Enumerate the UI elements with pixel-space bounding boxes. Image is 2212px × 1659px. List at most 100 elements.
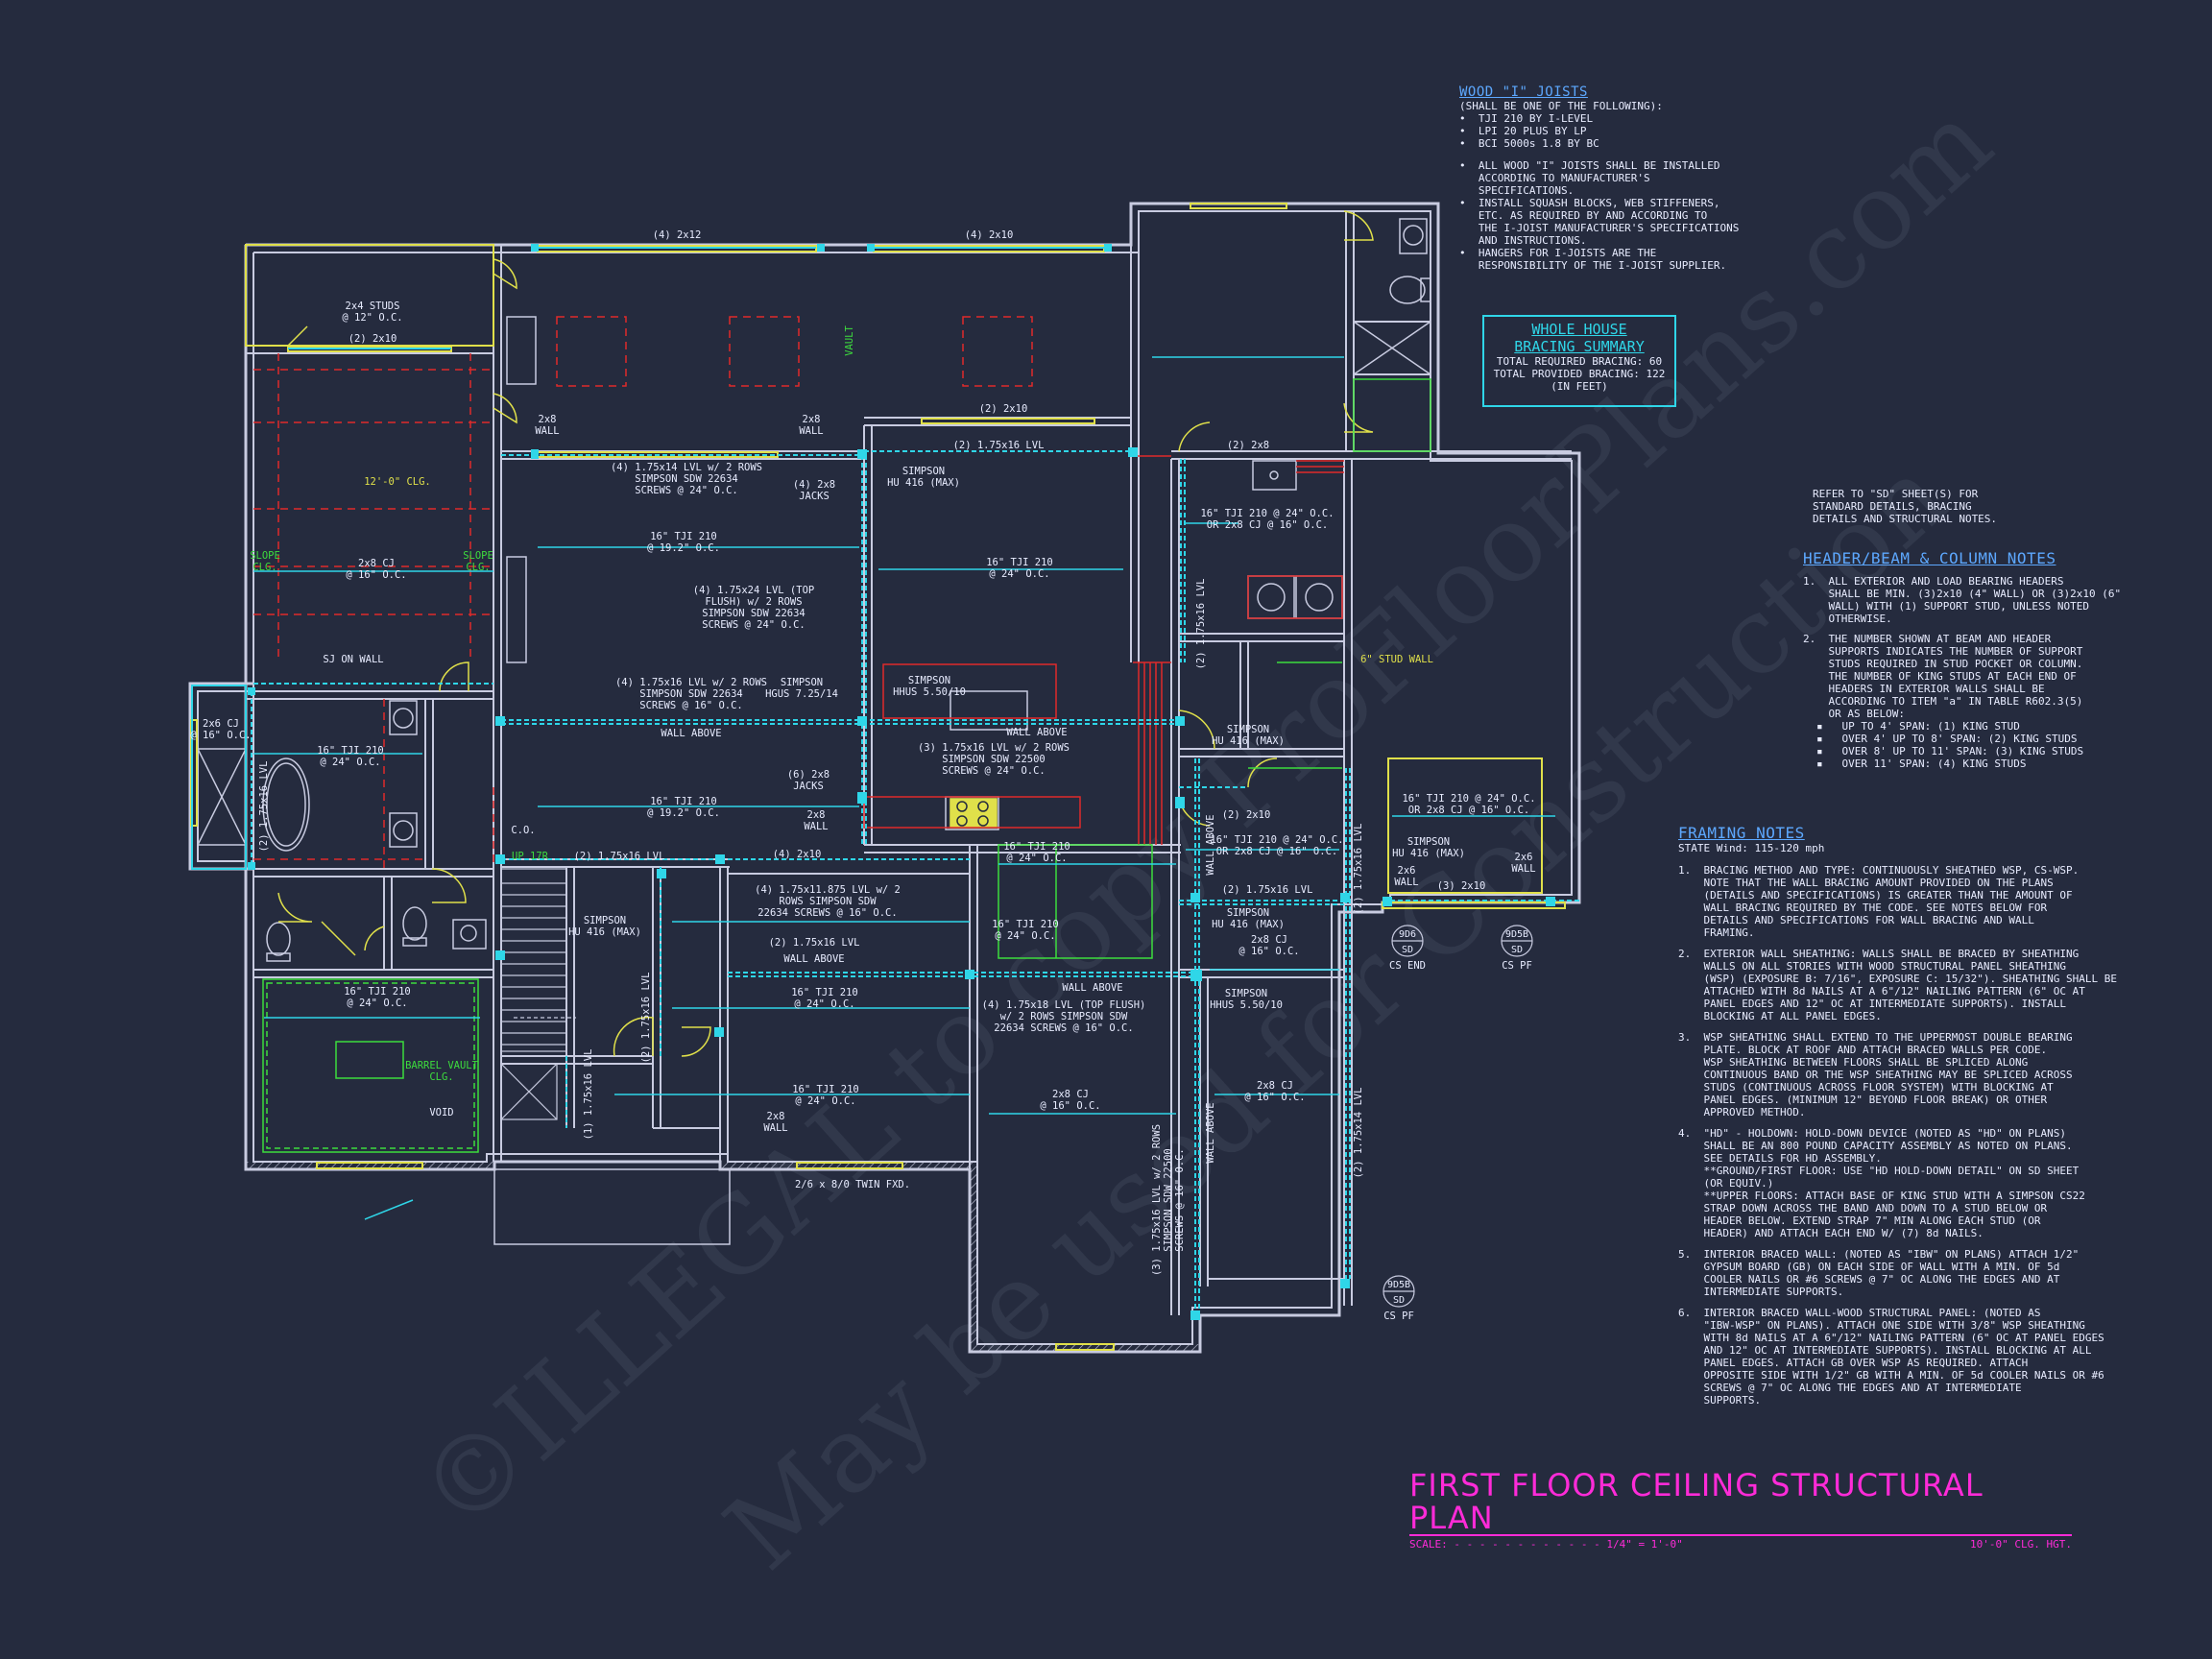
label-simpson-hu-2b: HU 416 (MAX) <box>1212 735 1285 747</box>
label-wall-above-v2: WALL ABOVE <box>1205 1102 1216 1163</box>
label-wall-2x8-c2: WALL <box>804 821 828 832</box>
label-lvl-v-void: (1) 1.75x16 LVL <box>583 1049 594 1141</box>
label-hdr-2x10-mid: (2) 2x10 <box>979 403 1028 415</box>
bracing-provided: TOTAL PROVIDED BRACING: 122 <box>1493 368 1666 380</box>
ijoist-note-item: • HANGERS FOR I-JOISTS ARE THE RESPONSIB… <box>1459 247 1727 272</box>
label-lvl-18-2: w/ 2 ROWS SIMPSON SDW <box>1000 1011 1128 1022</box>
label-stud-wall: 6" STUD WALL <box>1360 654 1433 665</box>
label-lvl-11-3: 22634 SCREWS @ 16" O.C. <box>757 907 897 919</box>
label-tji-24-a: 16" TJI 210 <box>986 557 1053 568</box>
label-lvl-16-r2: (2) 1.75x16 LVL <box>1222 884 1313 896</box>
framing-subtitle: STATE Wind: 115-120 mph <box>1678 842 1825 854</box>
label-lvl-v-right: (2) 1.75x14 LVL <box>1353 1088 1364 1179</box>
label-cj-2x8-g2: @ 16" O.C. <box>1040 1100 1100 1112</box>
label-cj-2x8-h: 2x8 CJ <box>1257 1080 1293 1092</box>
label-barrel: BARREL VAULT <box>405 1060 479 1071</box>
label-sj-on-wall: SJ ON WALL <box>323 654 383 665</box>
label-tji-24-f2: @ 24" O.C. <box>795 1095 855 1107</box>
label-hdr-2x10-left: (2) 2x10 <box>349 333 397 345</box>
label-cj-2x8-h2: @ 16" O.C. <box>1244 1092 1305 1103</box>
tag-9d5b-2: 9D5B <box>1387 1280 1410 1290</box>
label-wall-above-v: WALL ABOVE <box>1205 814 1216 875</box>
bracing-title-2: BRACING SUMMARY <box>1514 338 1645 355</box>
bracing-summary-box: WHOLE HOUSE BRACING SUMMARY TOTAL REQUIR… <box>1482 315 1676 407</box>
section-tags: 9D6 SD 9D5B SD 9D5B SD <box>1382 925 1533 1308</box>
header-note-1: ALL EXTERIOR AND LOAD BEARING HEADERS SH… <box>1828 575 2122 625</box>
header-notes: HEADER/BEAM & COLUMN NOTES 1. ALL EXTERI… <box>1803 549 2187 770</box>
framing-note-item: 5. INTERIOR BRACED WALL: (NOTED AS "IBW"… <box>1678 1248 2080 1298</box>
ceiling-lines-green <box>262 378 1431 1153</box>
ijoist-note-item: • INSTALL SQUASH BLOCKS, WEB STIFFENERS,… <box>1459 197 1740 247</box>
joist-arrows <box>253 356 1555 1220</box>
label-cs-pf: CS PF <box>1502 960 1532 972</box>
framing-notes-title: FRAMING NOTES <box>1678 824 1805 842</box>
label-lvl-v-1: (2) 1.75x16 LVL <box>1195 579 1207 670</box>
header-note-2: THE NUMBER SHOWN AT BEAM AND HEADER SUPP… <box>1828 633 2083 720</box>
tag-sd-1: SD <box>1402 945 1413 955</box>
posts <box>248 244 1555 1320</box>
label-tji-24-c2: @ 24" O.C. <box>1006 853 1067 864</box>
framing-note-item: 3. WSP SHEATHING SHALL EXTEND TO THE UPP… <box>1678 1031 2073 1118</box>
ijoist-subtitle: (SHALL BE ONE OF THE FOLLOWING): <box>1459 100 1663 112</box>
header-notes-title: HEADER/BEAM & COLUMN NOTES <box>1803 549 2056 567</box>
label-lvl-24-1: (4) 1.75x24 LVL (TOP <box>693 585 814 596</box>
title-block: FIRST FLOOR CEILING STRUCTURAL PLAN SCAL… <box>1409 1467 2072 1551</box>
label-cs-end: CS END <box>1389 960 1426 972</box>
label-lvl-16-mid: (2) 1.75x16 LVL <box>769 937 860 949</box>
label-slope-r2: CLG. <box>466 562 490 573</box>
label-cs-pf2: CS PF <box>1383 1310 1414 1322</box>
label-simpson-hu-3b: HU 416 (MAX) <box>1392 848 1465 859</box>
label-tji-24-c: 16" TJI 210 <box>1003 841 1070 853</box>
label-lvl-16-1: (4) 1.75x16 LVL w/ 2 ROWS <box>615 677 767 688</box>
label-wall-2x8-d2: WALL <box>763 1122 787 1134</box>
framing-note-item: 1. BRACING METHOD AND TYPE: CONTINUOUSLY… <box>1678 864 2080 939</box>
doors <box>277 210 1374 1057</box>
ceiling-lines-red-solid <box>863 455 1344 845</box>
label-wall-2x8-b: 2x8 <box>803 414 821 425</box>
label-slope-l: SLOPE <box>250 550 280 562</box>
tag-sd-2: SD <box>1511 945 1523 955</box>
ijoist-brand-list: • TJI 210 BY I-LEVEL• LPI 20 PLUS BY LP•… <box>1459 112 1776 150</box>
label-tji-24-f-show: 16" TJI 210 <box>792 1084 859 1095</box>
label-simpson-hhus: SIMPSON <box>908 675 950 686</box>
label-lvl-14-1: (4) 1.75x14 LVL w/ 2 ROWS <box>611 462 762 473</box>
label-lvl-16-hall: (2) 1.75x16 LVL <box>574 851 665 862</box>
label-tji-24-d2: @ 24" O.C. <box>995 930 1055 942</box>
ceiling-height: 10'-0" CLG. HGT. <box>1970 1538 2072 1551</box>
king-stud-item: ▪ OVER 8' UP TO 11' SPAN: (3) KING STUDS <box>1816 745 2084 757</box>
king-stud-item: ▪ OVER 4' UP TO 8' SPAN: (2) KING STUDS <box>1816 733 2078 745</box>
plan-labels: (4) 2x12 (4) 2x10 2x4 STUDS @ 12" O.C. (… <box>190 229 1535 1322</box>
label-slope-l2: CLG. <box>252 562 276 573</box>
label-barrel2: CLG. <box>429 1071 453 1083</box>
label-lvl-24-2: FLUSH) w/ 2 ROWS <box>705 596 802 608</box>
tag-sd-3: SD <box>1393 1295 1405 1306</box>
label-lvl-v-g2: SIMPSON SDW 22500 <box>1163 1148 1174 1251</box>
label-wall-above-2: WALL ABOVE <box>1006 727 1067 738</box>
label-cj-closet: 16" TJI 210 @ 24" O.C. <box>1200 508 1334 519</box>
label-tji-192-b: 16" TJI 210 <box>650 796 717 807</box>
tag-9d6: 9D6 <box>1399 929 1416 940</box>
label-tji-24-bath2: @ 24" O.C. <box>320 757 380 768</box>
label-wall-2x8-a2: WALL <box>535 425 559 437</box>
label-simpson-hhus-b2: HHUS 5.50/10 <box>1210 999 1283 1011</box>
label-wall-2x8-d: 2x8 <box>767 1111 785 1122</box>
label-lvl-16-2: SIMPSON SDW 22634 <box>639 688 742 700</box>
framing-note-item: 4. "HD" - HOLDOWN: HOLD-DOWN DEVICE (NOT… <box>1678 1127 2085 1239</box>
label-tji-cj-g: 16" TJI 210 @ 24" O.C. <box>1402 793 1535 805</box>
label-hdr-top-left: (4) 2x12 <box>653 229 702 241</box>
scale-label: SCALE: <box>1409 1538 1448 1551</box>
label-tji-192-b2: @ 19.2" O.C. <box>647 807 720 819</box>
label-wall-2x8-b2: WALL <box>799 425 823 437</box>
label-wall-2x8-a: 2x8 <box>539 414 557 425</box>
label-cj-closet2: OR 2x8 CJ @ 16" O.C. <box>1207 519 1328 531</box>
label-tji-24-e: 16" TJI 210 <box>791 987 858 998</box>
king-stud-item: ▪ OVER 11' SPAN: (4) KING STUDS <box>1816 757 2027 770</box>
label-simpson-hu-1b: HU 416 (MAX) <box>887 477 960 489</box>
label-tji-24-a2: @ 24" O.C. <box>989 568 1049 580</box>
label-cj-left-oc: @ 16" O.C. <box>346 569 406 581</box>
label-simpson-hu-4: SIMPSON <box>584 915 626 926</box>
label-jacks-6: (6) 2x8 <box>787 769 830 781</box>
label-studs-oc: @ 12" O.C. <box>342 312 402 324</box>
label-vault: VAULT <box>844 325 855 356</box>
label-cj-2x8-g: 2x8 CJ <box>1052 1089 1089 1100</box>
